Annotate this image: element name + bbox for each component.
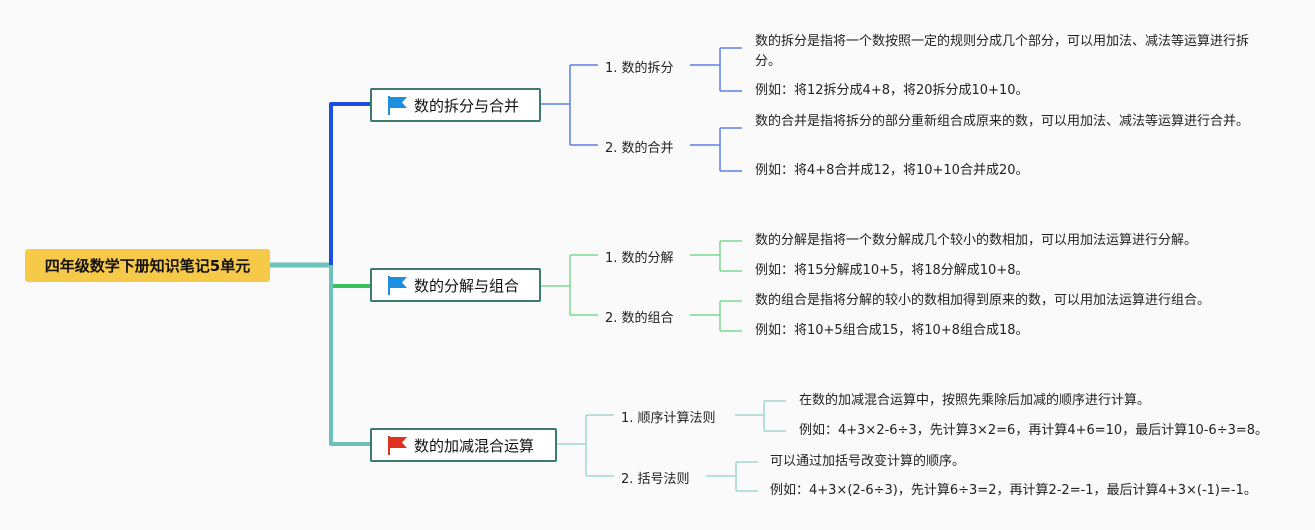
branch-title: 数的拆分与合并 — [414, 96, 520, 115]
note-bracket-definition: 可以通过加括号改变计算的顺序。 — [770, 454, 966, 469]
blue-flag-icon — [388, 96, 407, 115]
blue-flag-icon — [388, 276, 407, 295]
note-decompose-example: 例如：将15分解成10+5，将18分解成10+8。 — [755, 263, 1029, 278]
subtopic-bracket-rule[interactable]: 2. 括号法则 — [621, 472, 690, 487]
note-compose-example: 例如：将10+5组合成15，将10+8组合成18。 — [755, 323, 1029, 338]
note-order-definition: 在数的加减混合运算中，按照先乘除后加减的顺序进行计算。 — [799, 393, 1151, 408]
note-merge-example: 例如：将4+8合并成12，将10+10合并成20。 — [755, 163, 1029, 178]
note-bracket-example: 例如：4+3×(2-6÷3)，先计算6÷3=2，再计算2-2=-1，最后计算4+… — [770, 483, 1257, 498]
note-decompose-definition: 数的分解是指将一个数分解成几个较小的数相加，可以用加法运算进行分解。 — [755, 233, 1198, 248]
note-order-example: 例如：4+3×2-6÷3，先计算3×2=6，再计算4+6=10，最后计算10-6… — [799, 423, 1269, 438]
red-flag-icon — [388, 436, 407, 455]
subtopic-split[interactable]: 1. 数的拆分 — [605, 61, 674, 76]
subtopic-merge[interactable]: 2. 数的合并 — [605, 141, 674, 156]
branch-topic-mixed-operations[interactable]: 数的加减混合运算 — [370, 428, 557, 462]
branch-connector-1 — [329, 102, 370, 265]
branch-topic-decompose-compose[interactable]: 数的分解与组合 — [370, 268, 541, 302]
note-compose-definition: 数的组合是指将分解的较小的数相加得到原来的数，可以用加法运算进行组合。 — [755, 293, 1211, 308]
subtopic-decompose[interactable]: 1. 数的分解 — [605, 251, 674, 266]
branch-topic-split-merge[interactable]: 数的拆分与合并 — [370, 88, 541, 122]
branch-title: 数的分解与组合 — [414, 276, 520, 295]
note-split-example: 例如：将12拆分成4+8，将20拆分成10+10。 — [755, 83, 1029, 98]
branch-title: 数的加减混合运算 — [414, 436, 535, 455]
subtopic-compose[interactable]: 2. 数的组合 — [605, 311, 674, 326]
note-split-definition: 数的拆分是指将一个数按照一定的规则分成几个部分，可以用加法、减法等运算进行拆分。 — [755, 34, 1250, 69]
branch-connector-3 — [329, 265, 370, 446]
root-topic[interactable]: 四年级数学下册知识笔记5单元 — [25, 249, 270, 282]
subtopic-order-rule[interactable]: 1. 顺序计算法则 — [621, 411, 716, 426]
note-merge-definition: 数的合并是指将拆分的部分重新组合成原来的数，可以用加法、减法等运算进行合并。 — [755, 114, 1250, 129]
